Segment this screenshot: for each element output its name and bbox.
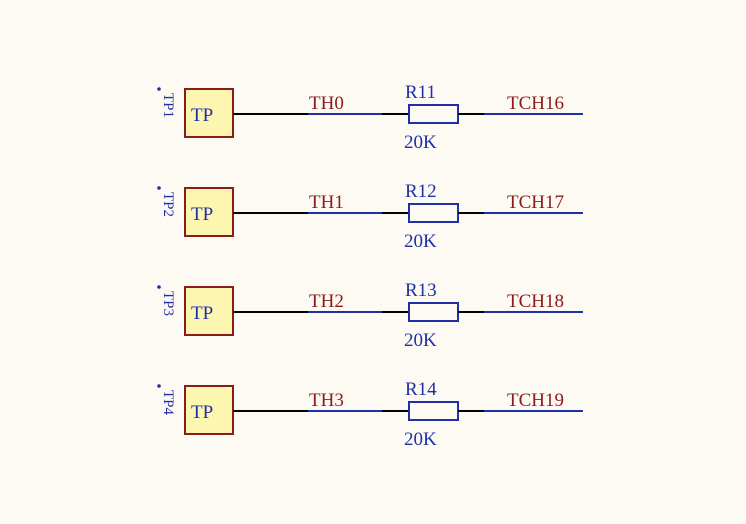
resistor-designator: R11 [405, 82, 436, 103]
test-point-pad [184, 88, 234, 138]
test-point-pad-label: TP [191, 303, 213, 324]
net-label-out: TCH19 [507, 390, 564, 411]
schematic-row: TP3 TP TH2 R13 20K TCH18 [157, 280, 583, 351]
pin-dot [157, 87, 161, 91]
resistor-designator: R13 [405, 280, 437, 301]
test-point-designator: TP3 [160, 291, 176, 316]
net-label-in: TH3 [309, 390, 344, 411]
schematic-row: TP2 TP TH1 R12 20K TCH17 [157, 181, 583, 252]
net-label-out: TCH16 [507, 93, 564, 114]
net-label-in: TH1 [309, 192, 344, 213]
resistor-designator: R12 [405, 181, 437, 202]
resistor-value: 20K [404, 330, 437, 351]
test-point-pad-label: TP [191, 402, 213, 423]
net-label-out: TCH18 [507, 291, 564, 312]
net-label-in: TH0 [309, 93, 344, 114]
resistor-body [408, 302, 459, 322]
schematic-row: TP4 TP TH3 R14 20K TCH19 [157, 379, 583, 450]
test-point-pad-label: TP [191, 204, 213, 225]
schematic-row: TP1 TP TH0 R11 20K TCH16 [157, 82, 583, 153]
resistor-value: 20K [404, 132, 437, 153]
test-point-designator: TP2 [160, 192, 176, 217]
test-point-pad [184, 286, 234, 336]
resistor-value: 20K [404, 429, 437, 450]
test-point-pad [184, 385, 234, 435]
test-point-designator: TP1 [160, 93, 176, 118]
test-point-designator: TP4 [160, 390, 176, 416]
resistor-value: 20K [404, 231, 437, 252]
pin-dot [157, 186, 161, 190]
resistor-body [408, 104, 459, 124]
net-label-out: TCH17 [507, 192, 564, 213]
test-point-pad-label: TP [191, 105, 213, 126]
net-label-in: TH2 [309, 291, 344, 312]
pin-dot [157, 285, 161, 289]
pin-dot [157, 384, 161, 388]
resistor-body [408, 401, 459, 421]
resistor-body [408, 203, 459, 223]
resistor-designator: R14 [405, 379, 437, 400]
